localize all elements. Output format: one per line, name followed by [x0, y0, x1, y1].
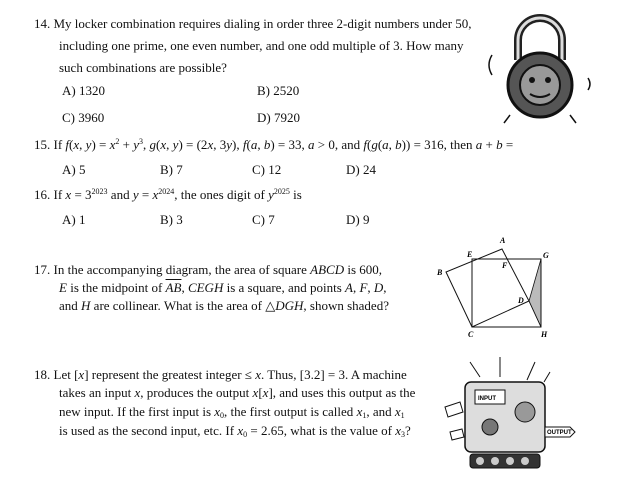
label-d: D: [517, 296, 524, 305]
label-g: G: [543, 251, 549, 260]
choice-15c: C) 12: [252, 162, 282, 177]
choice-14d: D) 7920: [257, 110, 300, 125]
problem-14-line-2: including one prime, one even number, an…: [59, 38, 464, 53]
machine-illustration: INPUT OUTPUT: [444, 357, 576, 469]
choice-16b: B) 3: [160, 212, 183, 227]
problem-14-line-1: 14. My locker combination requires diali…: [34, 16, 472, 31]
label-b: B: [436, 268, 443, 277]
choice-15b: B) 7: [160, 162, 183, 177]
choice-15d: D) 24: [346, 162, 376, 177]
label-a: A: [499, 236, 506, 245]
label-f: F: [501, 261, 508, 270]
problem-18-line-3: new input. If the first input is x0, the…: [59, 404, 405, 420]
label-e: E: [466, 250, 472, 259]
machine-input-label: INPUT: [478, 396, 496, 402]
choice-16c: C) 7: [252, 212, 275, 227]
problem-18-line-1: 18. Let [x] represent the greatest integ…: [34, 367, 407, 382]
choice-15a: A) 5: [62, 162, 86, 177]
choice-16a: A) 1: [62, 212, 86, 227]
problem-17-line-3: and H are collinear. What is the area of…: [59, 298, 389, 313]
problem-14-line-3: such combinations are possible?: [59, 60, 227, 75]
combination-lock-illustration: [488, 14, 591, 124]
problem-18-line-4: is used as the second input, etc. If x0 …: [59, 423, 411, 439]
problem-17-line-1: 17. In the accompanying diagram, the are…: [34, 262, 383, 277]
choice-14c: C) 3960: [62, 110, 105, 125]
problem-16-text: 16. If x = 32023 and y = x2024, the ones…: [34, 187, 302, 202]
choice-14b: B) 2520: [257, 83, 300, 98]
choice-14a: A) 1320: [62, 83, 105, 98]
square-diagram: A B C D E F G H: [436, 236, 549, 339]
problem-15-text: 15. If f(x, y) = x2 + y3, g(x, y) = (2x,…: [34, 137, 514, 152]
problem-17-line-2: E is the midpoint of AB, CEGH is a squar…: [59, 280, 387, 295]
label-h: H: [540, 330, 548, 339]
label-c: C: [468, 330, 474, 339]
choice-16d: D) 9: [346, 212, 370, 227]
machine-output-label: OUTPUT: [547, 430, 572, 436]
problem-18-line-2: takes an input x, produces the output x[…: [59, 385, 416, 400]
